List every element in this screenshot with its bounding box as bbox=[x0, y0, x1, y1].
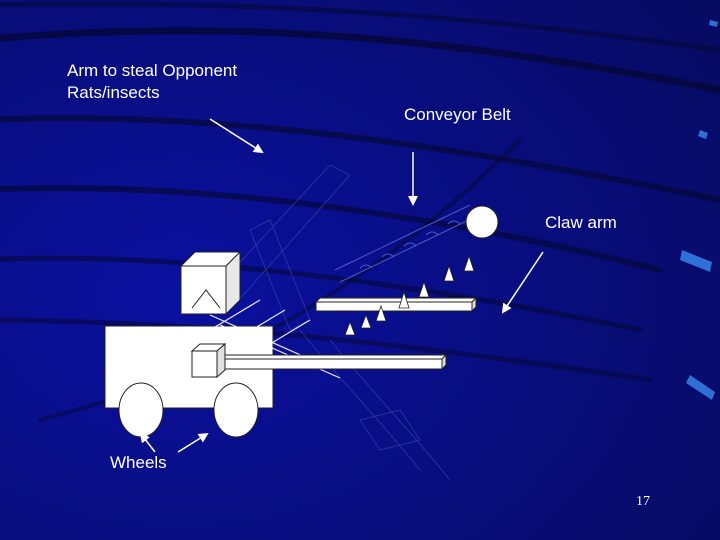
arm-label-line1: Arm to steal Opponent bbox=[67, 61, 238, 80]
arm-label: Arm to steal Opponent Rats/insects bbox=[67, 60, 237, 104]
edge-accents bbox=[680, 20, 718, 400]
claw-arrow bbox=[501, 251, 544, 314]
claw-arm-bar bbox=[190, 342, 448, 379]
page-number: 17 bbox=[636, 494, 650, 509]
conveyor-cones bbox=[344, 254, 475, 336]
front-wheel bbox=[118, 382, 164, 438]
wheel-arrow-left bbox=[139, 432, 156, 453]
wheels-label: Wheels bbox=[110, 453, 167, 472]
background-swooshes bbox=[0, 1, 720, 422]
wheel-arrow-right bbox=[177, 432, 209, 453]
arm-label-line2: Rats/insects bbox=[67, 83, 160, 102]
arm-mount-box bbox=[179, 250, 242, 316]
conveyor-belt-label: Conveyor Belt bbox=[404, 105, 511, 124]
conveyor-rail bbox=[314, 296, 478, 313]
rear-wheel bbox=[213, 382, 259, 438]
ball bbox=[465, 205, 499, 239]
claw-arm-label: Claw arm bbox=[545, 213, 617, 232]
conveyor-belt-chain bbox=[334, 204, 476, 283]
pointer-arrows bbox=[139, 118, 544, 453]
arm-arrow bbox=[209, 118, 264, 154]
